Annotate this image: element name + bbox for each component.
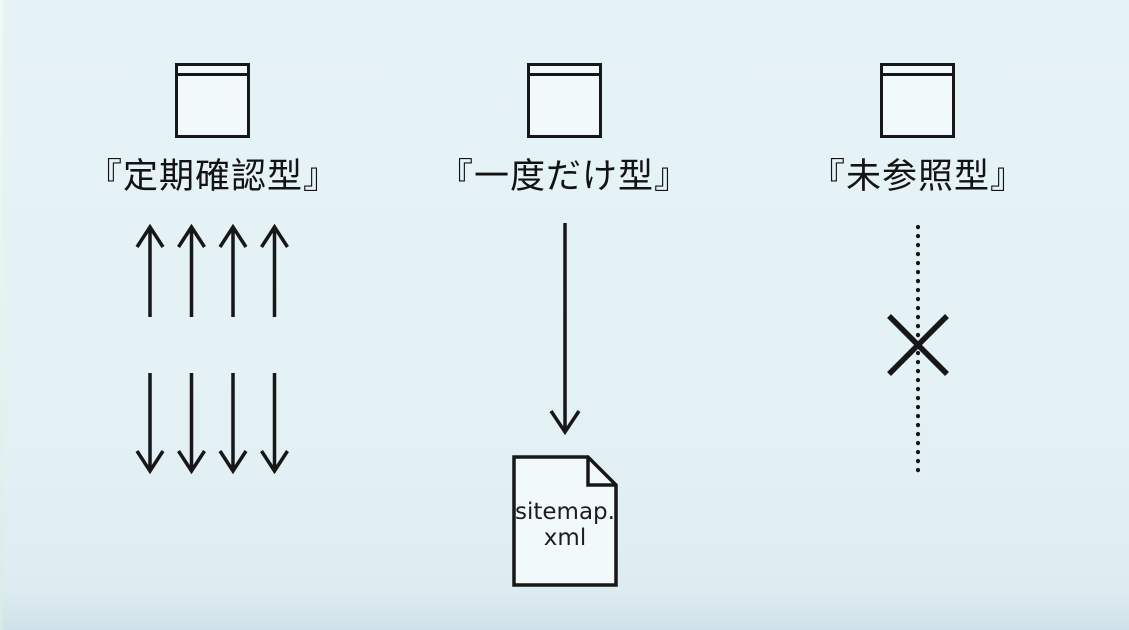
browser-window-icon (527, 63, 602, 138)
up-arrow-icon (135, 223, 165, 317)
down-arrow-icon (260, 373, 289, 475)
browser-titlebar (178, 66, 247, 76)
up-arrows-group (135, 223, 289, 317)
down-arrow-icon (218, 373, 248, 475)
browser-titlebar (530, 66, 599, 76)
up-arrow-icon (218, 223, 248, 317)
label-one-time-type: 『一度だけ型』 (437, 157, 690, 197)
browser-window-icon (880, 63, 955, 138)
down-arrow-icon (177, 373, 206, 475)
browser-window-icon (175, 63, 250, 138)
up-arrow-icon (177, 223, 206, 317)
file-fold-corner (586, 457, 616, 487)
label-periodic-check-type: 『定期確認型』 (86, 157, 339, 197)
down-arrow-icon (135, 373, 165, 475)
file-name: sitemap. xml (512, 455, 618, 587)
file-name-line2: xml (543, 525, 587, 551)
file-name-line1: sitemap. (515, 499, 615, 525)
browser-titlebar (883, 66, 952, 76)
up-arrow-icon (260, 223, 289, 317)
x-mark-icon (887, 314, 949, 376)
long-down-arrow-icon (549, 223, 581, 436)
file-icon (512, 455, 618, 587)
down-arrows-group (135, 373, 289, 475)
label-unreferenced-type: 『未参照型』 (809, 157, 1026, 197)
